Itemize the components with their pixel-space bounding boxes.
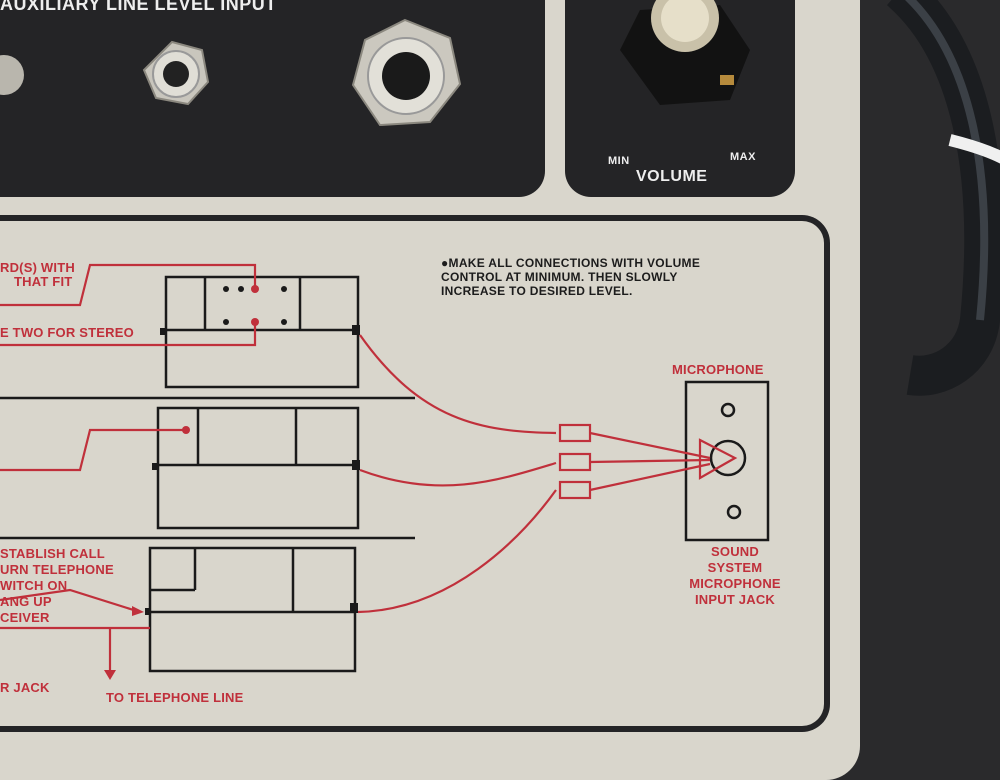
large-jack-icon xyxy=(351,18,462,127)
diagram-frame xyxy=(0,215,830,732)
caption-line: SOUND xyxy=(711,544,759,559)
label-turn: URN TELEPHONE xyxy=(0,562,114,577)
label-stereo: E TWO FOR STEREO xyxy=(0,325,134,340)
label-establish: STABLISH CALL xyxy=(0,546,105,561)
label-receiver: CEIVER xyxy=(0,610,50,625)
label-jack: R JACK xyxy=(0,680,50,695)
jack-sockets xyxy=(0,18,462,127)
instruction-note: ●MAKE ALL CONNECTIONS WITH VOLUME CONTRO… xyxy=(441,256,701,298)
microphone-title: MICROPHONE xyxy=(672,362,764,377)
panel-title: AUXILIARY LINE LEVEL INPUT xyxy=(0,0,277,14)
label-hang: ANG UP xyxy=(0,594,52,609)
label-switch: WITCH ON xyxy=(0,578,68,593)
volume-min-label: MIN xyxy=(608,155,630,167)
caption-line: SYSTEM xyxy=(707,560,763,575)
microphone-caption: SOUND SYSTEM MICROPHONE INPUT JACK xyxy=(665,544,805,608)
jack-panel xyxy=(0,0,545,197)
connection-diagram xyxy=(0,263,770,680)
volume-max-label: MAX xyxy=(730,151,756,163)
caption-line: MICROPHONE xyxy=(689,576,781,591)
label-cords: RD(S) WITH xyxy=(0,260,75,275)
label-to-telephone-line: TO TELEPHONE LINE xyxy=(106,690,244,705)
label-that-fit: THAT FIT xyxy=(14,274,73,289)
cable xyxy=(886,0,1000,396)
caption-line: INPUT JACK xyxy=(694,592,775,607)
volume-label: VOLUME xyxy=(636,168,708,185)
volume-knob[interactable] xyxy=(600,0,770,120)
small-jack-icon xyxy=(142,40,210,106)
